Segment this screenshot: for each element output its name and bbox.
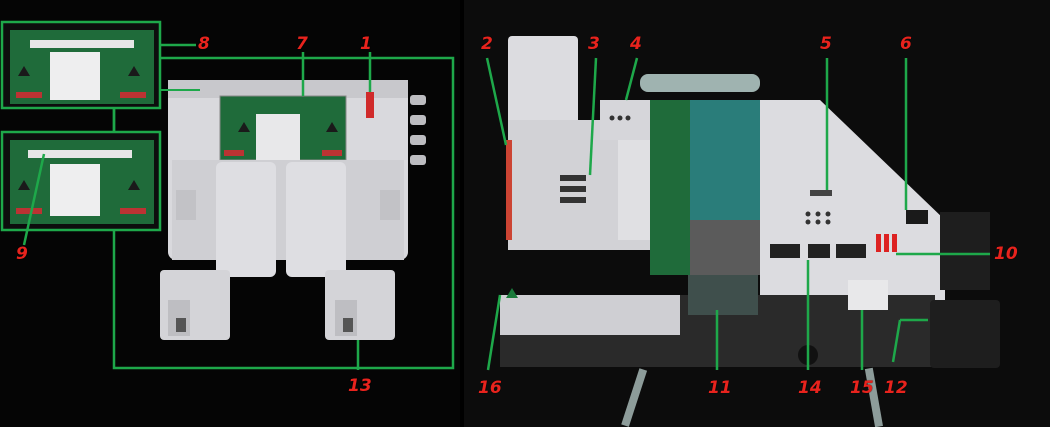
inset-top (0, 20, 162, 110)
front-view-illustration (0, 20, 455, 370)
callout-13: 13 (348, 376, 372, 396)
right-photo-side-view (464, 0, 1050, 427)
right-leader-lines (485, 57, 990, 371)
callout-12: 12 (884, 378, 908, 398)
left-photo-front-view (0, 0, 460, 427)
callout-14: 14 (798, 378, 822, 398)
callout-4: 4 (630, 34, 642, 54)
callout-3: 3 (588, 34, 600, 54)
callout-16: 16 (478, 378, 502, 398)
callout-8: 8 (198, 34, 210, 54)
callout-15: 15 (850, 378, 874, 398)
callout-1: 1 (360, 34, 372, 54)
toy-body-front (160, 80, 426, 340)
callout-5: 5 (820, 34, 832, 54)
inset-bottom (0, 130, 162, 232)
callout-2: 2 (481, 34, 493, 54)
side-view-illustration (485, 36, 1000, 427)
callout-10: 10 (994, 244, 1018, 264)
callout-9: 9 (16, 244, 28, 264)
leader-line-9 (22, 153, 46, 246)
callout-6: 6 (900, 34, 912, 54)
callout-7: 7 (296, 34, 308, 54)
callout-11: 11 (708, 378, 732, 398)
